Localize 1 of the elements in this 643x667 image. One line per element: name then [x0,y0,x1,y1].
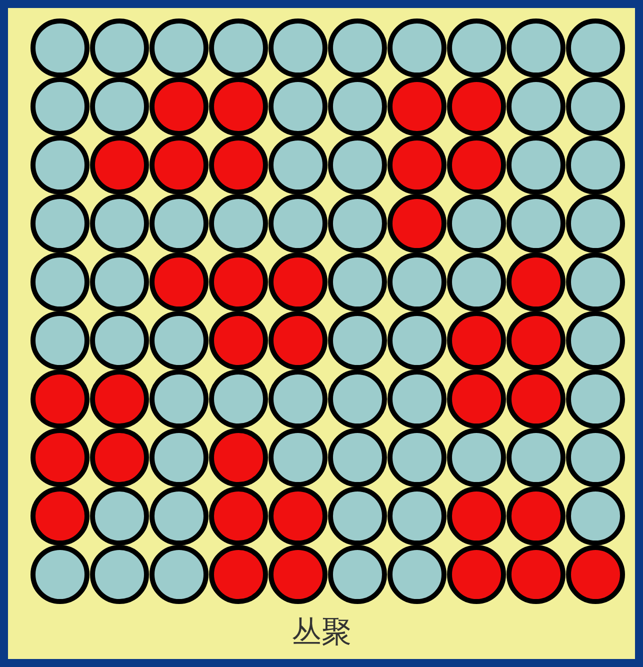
caption: 丛聚 [290,614,352,652]
